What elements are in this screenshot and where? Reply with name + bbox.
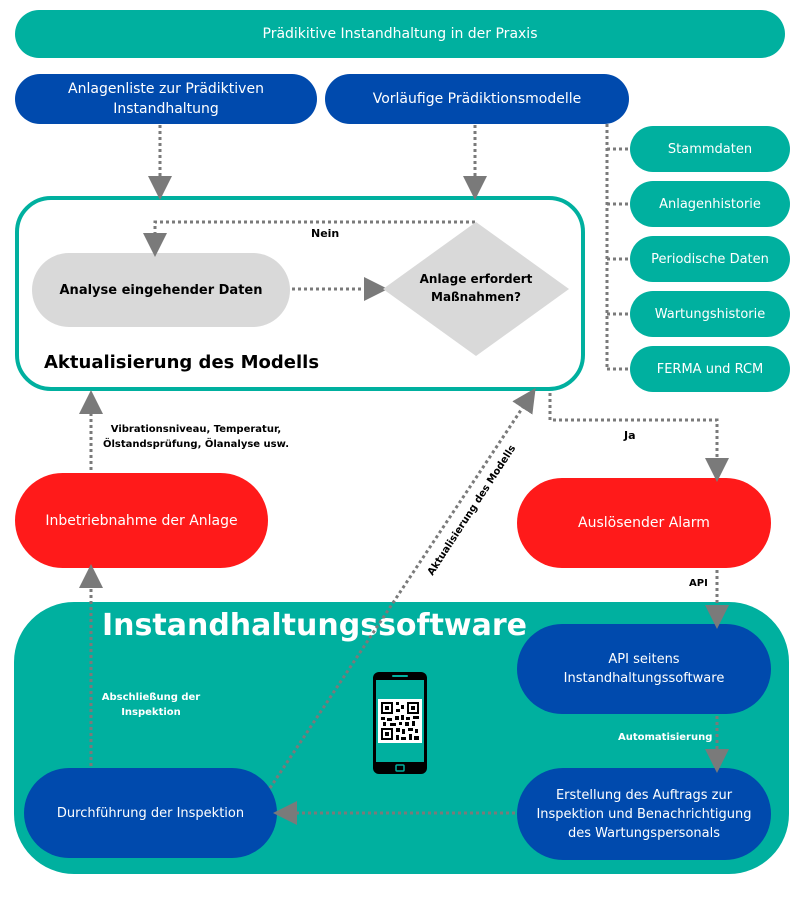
commissioning-text: Inbetriebnahme der Anlage [45,512,238,529]
decision-text: Anlage erfordert Maßnahmen? [419,272,533,304]
software-title: Instandhaltungssoftware [102,608,528,643]
data-source-label: Stammdaten [667,141,753,157]
no-label: Nein [311,227,340,240]
automation-label: Automatisierung [618,732,713,743]
data-source-asset-history: Anlagenhistorie [630,181,790,227]
title-banner: Prädikitive Instandhaltung in der Praxis [15,10,785,58]
connector-yes [548,393,729,482]
data-source-periodic-data: Periodische Daten [630,236,790,282]
data-source-label: Anlagenhistorie [659,196,761,212]
prelim-models-box: Vorläufige Prädiktionsmodelle [325,74,629,124]
prelim-models-text: Vorläufige Prädiktionsmodelle [372,91,582,107]
data-source-label: Wartungshistorie [654,306,766,322]
api-box-text: API seitens Instandhaltungssoftware [563,652,725,686]
inspection-box: Durchführung der Inspektion [24,768,277,858]
data-source-label: FERMA und RCM [656,361,764,377]
commissioning-box: Inbetriebnahme der Anlage [15,473,268,568]
inspection-text: Durchführung der Inspektion [56,805,245,821]
sensor-data-label: Vibrationsniveau, Temperatur, Ölstandspr… [102,424,290,450]
api-label: API [689,578,708,589]
completion-label: Abschließung der Inspektion [101,692,201,718]
analysis-box: Analyse eingehender Daten [32,253,290,327]
alarm-box: Auslösender Alarm [517,478,771,568]
yes-label: Ja [624,429,636,442]
model-update-title: Aktualisierung des Modells [44,352,320,373]
analysis-text: Analyse eingehender Daten [59,282,263,298]
connector-no-loop [143,220,475,257]
work-order-text: Erstellung des Auftrags zur Inspektion u… [536,787,752,841]
asset-list-box: Anlagenliste zur Prädiktiven Instandhalt… [15,74,317,124]
api-box: API seitens Instandhaltungssoftware [517,624,771,714]
decision-diamond [383,222,569,356]
smartphone-qr-icon [373,672,427,774]
title-text: Prädikitive Instandhaltung in der Praxis [262,26,538,42]
data-source-master-data: Stammdaten [630,126,790,172]
work-order-box: Erstellung des Auftrags zur Inspektion u… [517,768,771,860]
asset-list-text: Anlagenliste zur Prädiktiven Instandhalt… [68,81,264,117]
connector-diagonal-model-update [268,388,536,789]
data-source-maintenance-history: Wartungshistorie [630,291,790,337]
data-source-label: Periodische Daten [651,251,769,267]
alarm-text: Auslösender Alarm [578,515,710,531]
data-source-ferma-rcm: FERMA und RCM [630,346,790,392]
